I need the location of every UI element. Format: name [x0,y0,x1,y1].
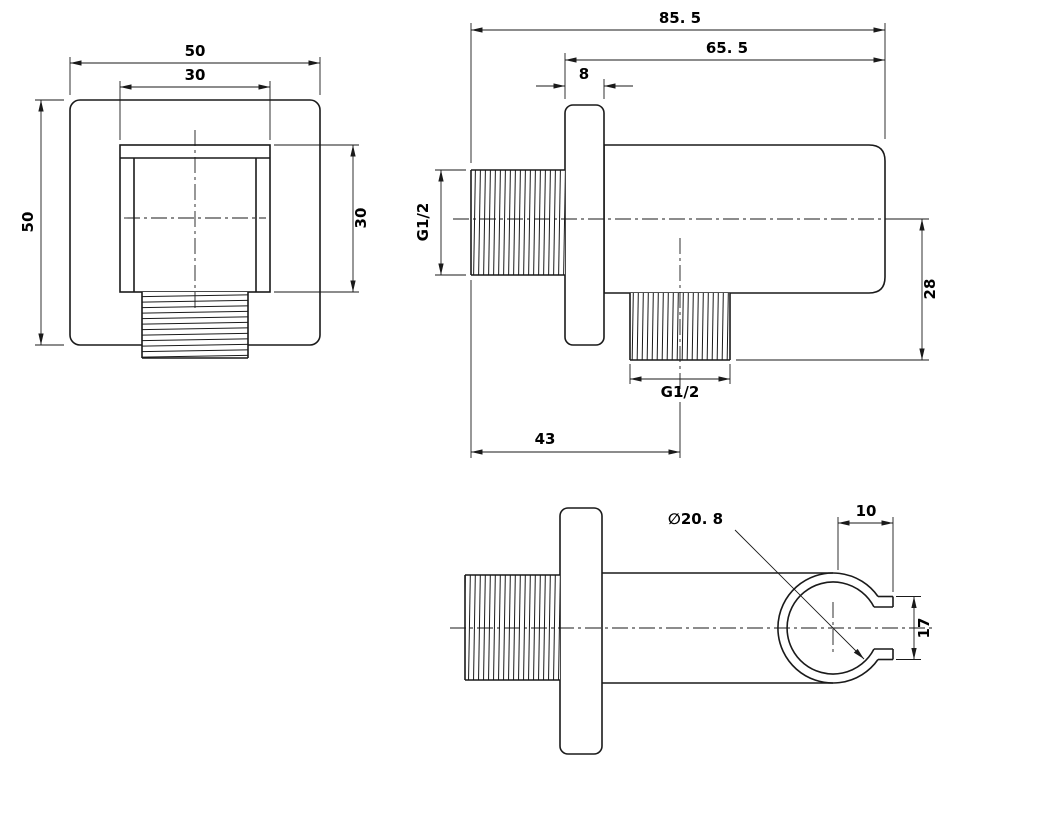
inlet-thread-hatching [465,575,560,680]
dim-outlet-thread: G1/2 [661,383,700,401]
dim-body-length: 65. 5 [706,39,748,57]
dim-clip-opening: 17 [915,618,933,639]
dim-overall-length: 85. 5 [659,9,701,27]
dim-front-inner-height: 30 [352,208,370,229]
dim-ring-diameter: ∅20. 8 [668,510,723,528]
dim-front-inner-width: 30 [185,66,206,84]
wall-plate-side [564,104,605,346]
front-view: 50 30 50 30 [19,42,370,359]
inlet-thread-hatching [471,170,565,275]
dim-plate-thickness: 8 [579,65,589,83]
side-view: 85. 5 65. 5 8 G1/2 G1/2 28 43 [414,9,939,458]
dim-outlet-drop: 28 [921,279,939,300]
dim-front-outer-height: 50 [19,212,37,233]
dim-outlet-offset: 43 [535,430,556,448]
dim-clip-width: 10 [856,502,877,520]
holder-view: ∅20. 8 10 17 [450,502,935,755]
dim-front-outer-width: 50 [185,42,206,60]
dim-inlet-thread: G1/2 [414,203,432,242]
diameter-leader-line [734,529,865,660]
wall-plate-side [559,507,603,755]
